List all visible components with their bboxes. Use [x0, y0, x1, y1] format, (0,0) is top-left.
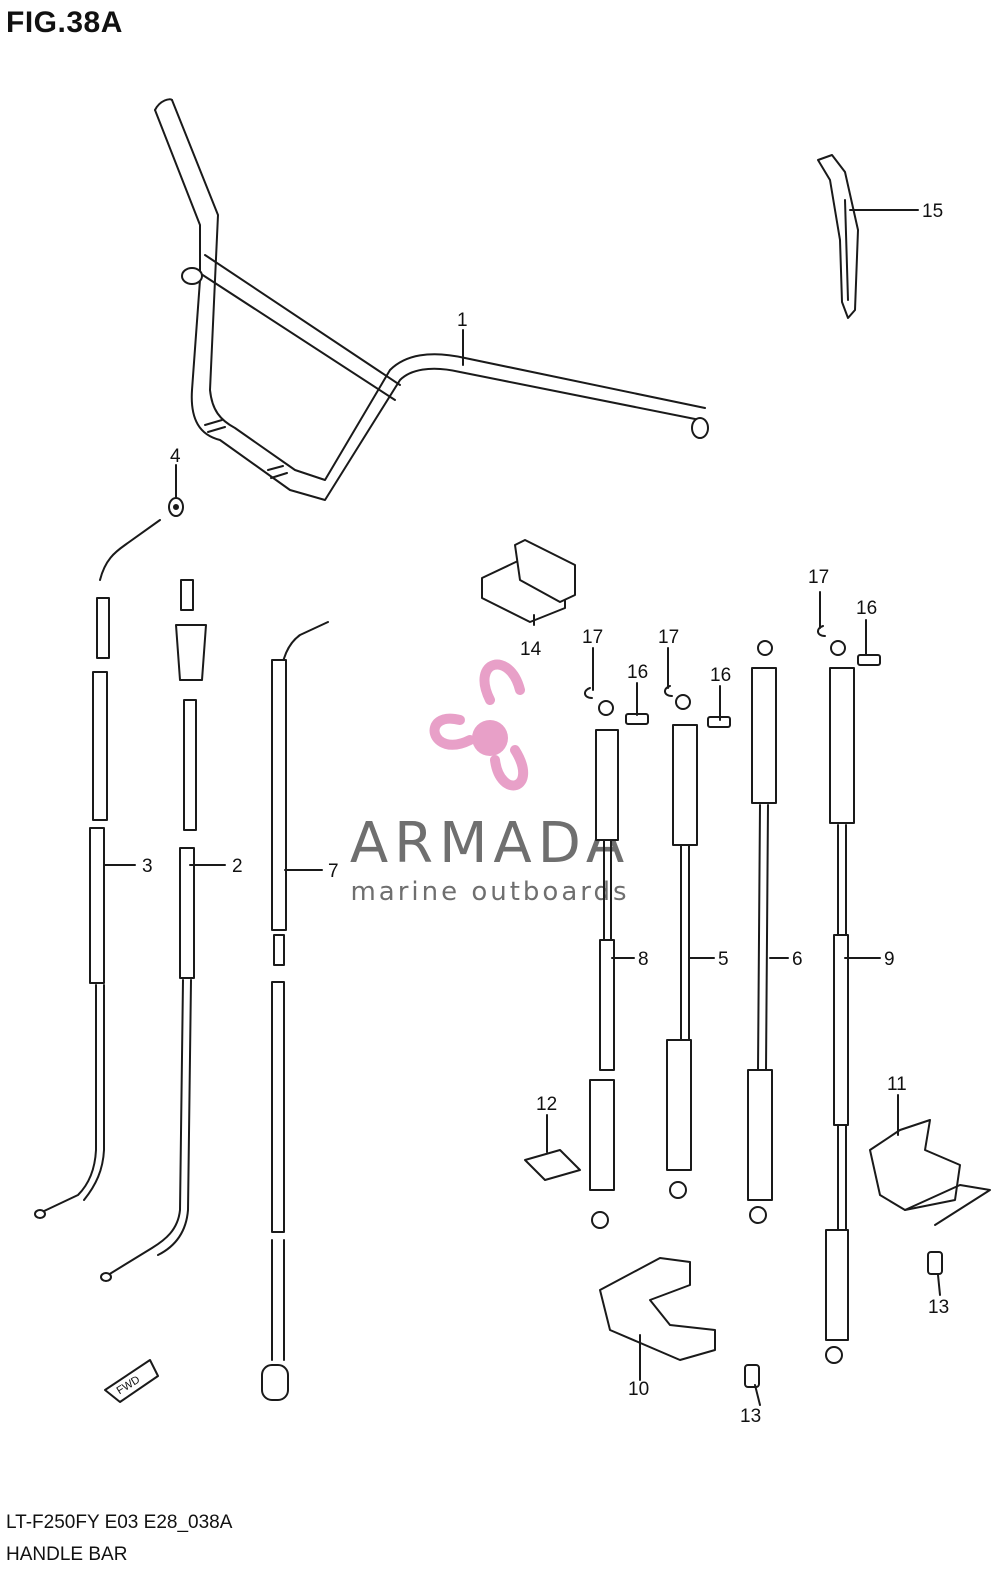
- bracket-part-11: [869, 1119, 991, 1226]
- callout-4: 4: [170, 446, 181, 467]
- callout-13a: 13: [740, 1406, 761, 1427]
- handlebar-part: [154, 98, 709, 501]
- callout-7: 7: [328, 861, 339, 882]
- figure-title: FIG.38A: [6, 6, 123, 39]
- callout-11: 11: [887, 1074, 907, 1095]
- callout-14: 14: [520, 639, 542, 660]
- callout-16c: 16: [856, 598, 877, 619]
- callout-17c: 17: [808, 567, 829, 588]
- plate-part-14: [481, 539, 576, 623]
- bracket-part-10: [599, 1257, 716, 1361]
- callout-9: 9: [884, 949, 895, 970]
- cable-part-5: [666, 694, 698, 1199]
- callout-16a: 16: [627, 662, 648, 683]
- figure-name: HANDLE BAR: [6, 1544, 128, 1565]
- callouts: 1 4 3 2 7 8 5 6 9 15 14 17 17 17 16 16 1…: [142, 201, 949, 1427]
- callout-13b: 13: [928, 1297, 949, 1318]
- cable-part-7: [261, 621, 329, 1401]
- callout-2: 2: [232, 856, 243, 877]
- watermark-name: ARMADA: [350, 811, 630, 876]
- leader-lines: [104, 209, 941, 1406]
- callout-17a: 17: [582, 627, 603, 648]
- callout-10: 10: [628, 1379, 649, 1400]
- callout-16b: 16: [710, 665, 731, 686]
- cable-part-2: [100, 579, 207, 1282]
- cable-part-3: [34, 519, 161, 1219]
- callout-15: 15: [922, 201, 943, 222]
- watermark: ARMADA marine outboards: [350, 659, 630, 907]
- cable-tie-part: [817, 154, 859, 319]
- watermark-tagline: marine outboards: [350, 877, 629, 907]
- callout-5: 5: [718, 949, 729, 970]
- bolt-part-16: [625, 654, 881, 728]
- cable-part-6: [747, 640, 777, 1224]
- clip-part-12: [524, 1149, 581, 1181]
- callout-8: 8: [638, 949, 649, 970]
- cable-part-9: [825, 640, 855, 1364]
- callout-6: 6: [792, 949, 803, 970]
- fwd-arrow: FWD: [104, 1359, 159, 1403]
- callout-1: 1: [457, 310, 468, 331]
- cable-part-8: [589, 700, 619, 1229]
- clip-part-4: [168, 497, 184, 517]
- propeller-icon: [429, 659, 529, 791]
- figure-code: LT-F250FY E03 E28_038A: [6, 1512, 233, 1533]
- clip-part-17: [584, 625, 826, 699]
- bolt-part-13: [744, 1251, 943, 1388]
- callout-12: 12: [536, 1094, 557, 1115]
- callout-3: 3: [142, 856, 153, 877]
- callout-17b: 17: [658, 627, 679, 648]
